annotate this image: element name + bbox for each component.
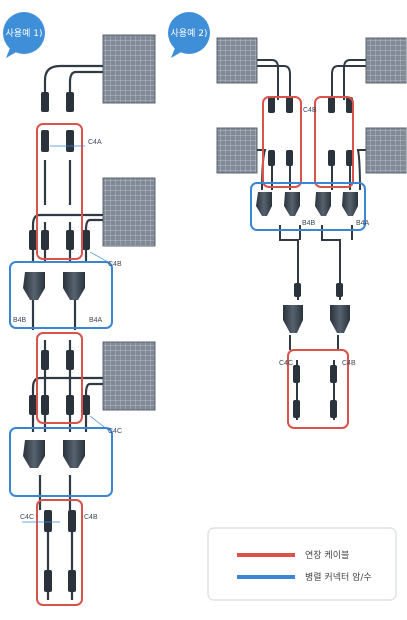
label-c4b-bottom: C4B — [84, 514, 98, 521]
legend-blue-label: 병렬 커넥터 암/수 — [305, 571, 372, 583]
label-c4b-right-bottom: C4B — [342, 360, 356, 367]
connectors-example1 — [29, 92, 90, 592]
extension-cable-box-3 — [36, 499, 83, 606]
legend-red-label: 연장 케이블 — [305, 550, 349, 561]
label-b4a-left: B4A — [89, 317, 103, 324]
extension-cable-box-5 — [314, 96, 354, 188]
extension-cable-box-2 — [36, 332, 83, 424]
solar-panel-5 — [365, 37, 407, 84]
example2-badge-text: 사용예 2) — [171, 28, 208, 39]
label-b4a-right: B4A — [356, 220, 370, 227]
extension-cable-box-1 — [36, 123, 83, 260]
solar-panel-7 — [365, 127, 407, 174]
solar-panel-3 — [102, 341, 156, 411]
parallel-connector-box-2 — [9, 427, 113, 497]
extension-cable-box-6 — [287, 349, 349, 429]
legend: 연장 케이블 병렬 커넥터 암/수 — [207, 527, 397, 601]
label-c4b-right-top: C4B — [303, 107, 317, 114]
parallel-connector-box-1 — [9, 261, 113, 329]
solar-panel-1 — [102, 34, 156, 104]
extension-cable-box-4 — [262, 96, 302, 188]
label-b4b-right: B4B — [302, 220, 316, 227]
label-c4b-mid: C4B — [108, 261, 122, 268]
branch-connectors-example2 — [256, 192, 358, 333]
solar-panel-6 — [216, 127, 258, 174]
example1-badge: 사용예 1) — [3, 12, 45, 58]
example2-badge: 사용예 2) — [168, 12, 210, 58]
label-c4c-bottom: C4C — [20, 514, 34, 521]
label-c4c-right: C4C — [279, 360, 293, 367]
connectors-example2 — [268, 97, 353, 418]
label-c4a-top: C4A — [88, 139, 102, 146]
branch-connectors-example1 — [23, 272, 85, 468]
solar-panel-4 — [216, 37, 258, 84]
label-b4b-left: B4B — [13, 317, 27, 324]
example1-badge-text: 사용예 1) — [6, 28, 43, 39]
label-c4c-mid: C4C — [108, 428, 122, 435]
parallel-connector-box-3 — [250, 182, 366, 231]
solar-panel-2 — [102, 177, 156, 247]
